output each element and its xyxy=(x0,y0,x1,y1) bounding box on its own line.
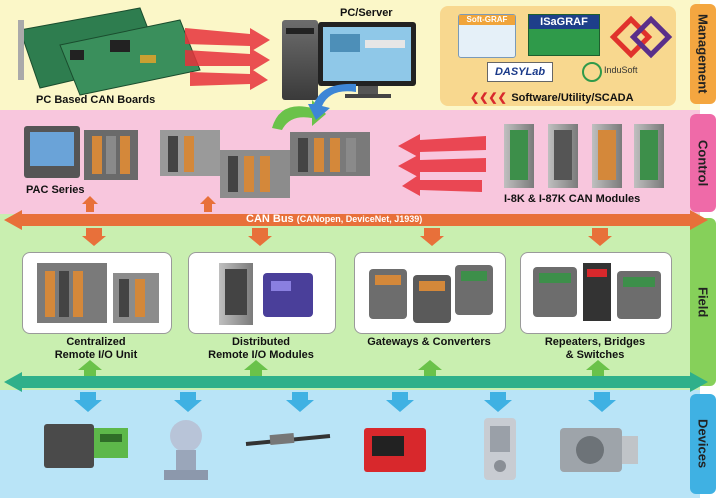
device-drop-arrows xyxy=(74,392,616,412)
field-bus-up-arrows xyxy=(78,360,610,376)
pc-boards-label: PC Based CAN Boards xyxy=(36,94,156,106)
software-caption: ❮❮❮❮ Software/Utility/SCADA xyxy=(470,92,634,104)
arrow-server-to-control xyxy=(308,83,356,120)
pc-server-label: PC/Server xyxy=(340,7,393,19)
can-modules-image xyxy=(504,124,664,188)
indusoft-mark xyxy=(609,15,673,59)
arrows-boards-to-server xyxy=(185,28,270,90)
card-distributed-remote-io xyxy=(188,252,336,334)
card-repeaters-bridges xyxy=(520,252,672,334)
distributed-io-image xyxy=(219,263,313,325)
chevrons-icon: ❮❮❮❮ xyxy=(470,92,507,104)
card-gateways-converters xyxy=(354,252,506,334)
dasylab-logo: DASYLab xyxy=(487,62,553,82)
field-bus-arrow xyxy=(4,372,708,392)
arrows-modules-to-pac xyxy=(398,134,486,196)
pc-can-boards-image xyxy=(18,7,201,96)
soft-graf-logo: Soft-GRAF xyxy=(458,14,516,58)
devices-images xyxy=(44,418,638,480)
card-label-gateways: Gateways & Converters xyxy=(367,336,491,348)
isagraf-logo: ISaGRAF xyxy=(528,14,600,56)
can-modules-label: I-8K & I-87K CAN Modules xyxy=(504,193,641,205)
layer-label-management: Management xyxy=(690,4,716,104)
layer-label-devices: Devices xyxy=(690,394,716,494)
pac-series-image xyxy=(24,126,370,198)
gateways-image xyxy=(369,265,493,323)
centralized-io-image xyxy=(37,263,159,323)
card-label-centralized: Centralized Remote I/O Unit xyxy=(54,336,138,361)
pc-server-image xyxy=(282,20,416,100)
indusoft-logo: InduSoft xyxy=(582,62,652,82)
can-bus-label: CAN Bus (CANopen, DeviceNet, J1939) xyxy=(246,213,423,225)
pac-series-label: PAC Series xyxy=(26,184,85,196)
can-bus-arrow xyxy=(4,210,708,230)
card-centralized-remote-io xyxy=(22,252,172,334)
card-label-distributed: Distributed Remote I/O Modules xyxy=(208,336,314,361)
can-bus-drop-arrows xyxy=(82,196,612,246)
repeaters-image xyxy=(533,263,661,321)
indusoft-icon xyxy=(582,62,602,82)
layer-label-control: Control xyxy=(690,114,716,212)
card-label-repeaters: Repeaters, Bridges & Switches xyxy=(544,336,646,361)
layer-label-field: Field xyxy=(690,218,716,386)
